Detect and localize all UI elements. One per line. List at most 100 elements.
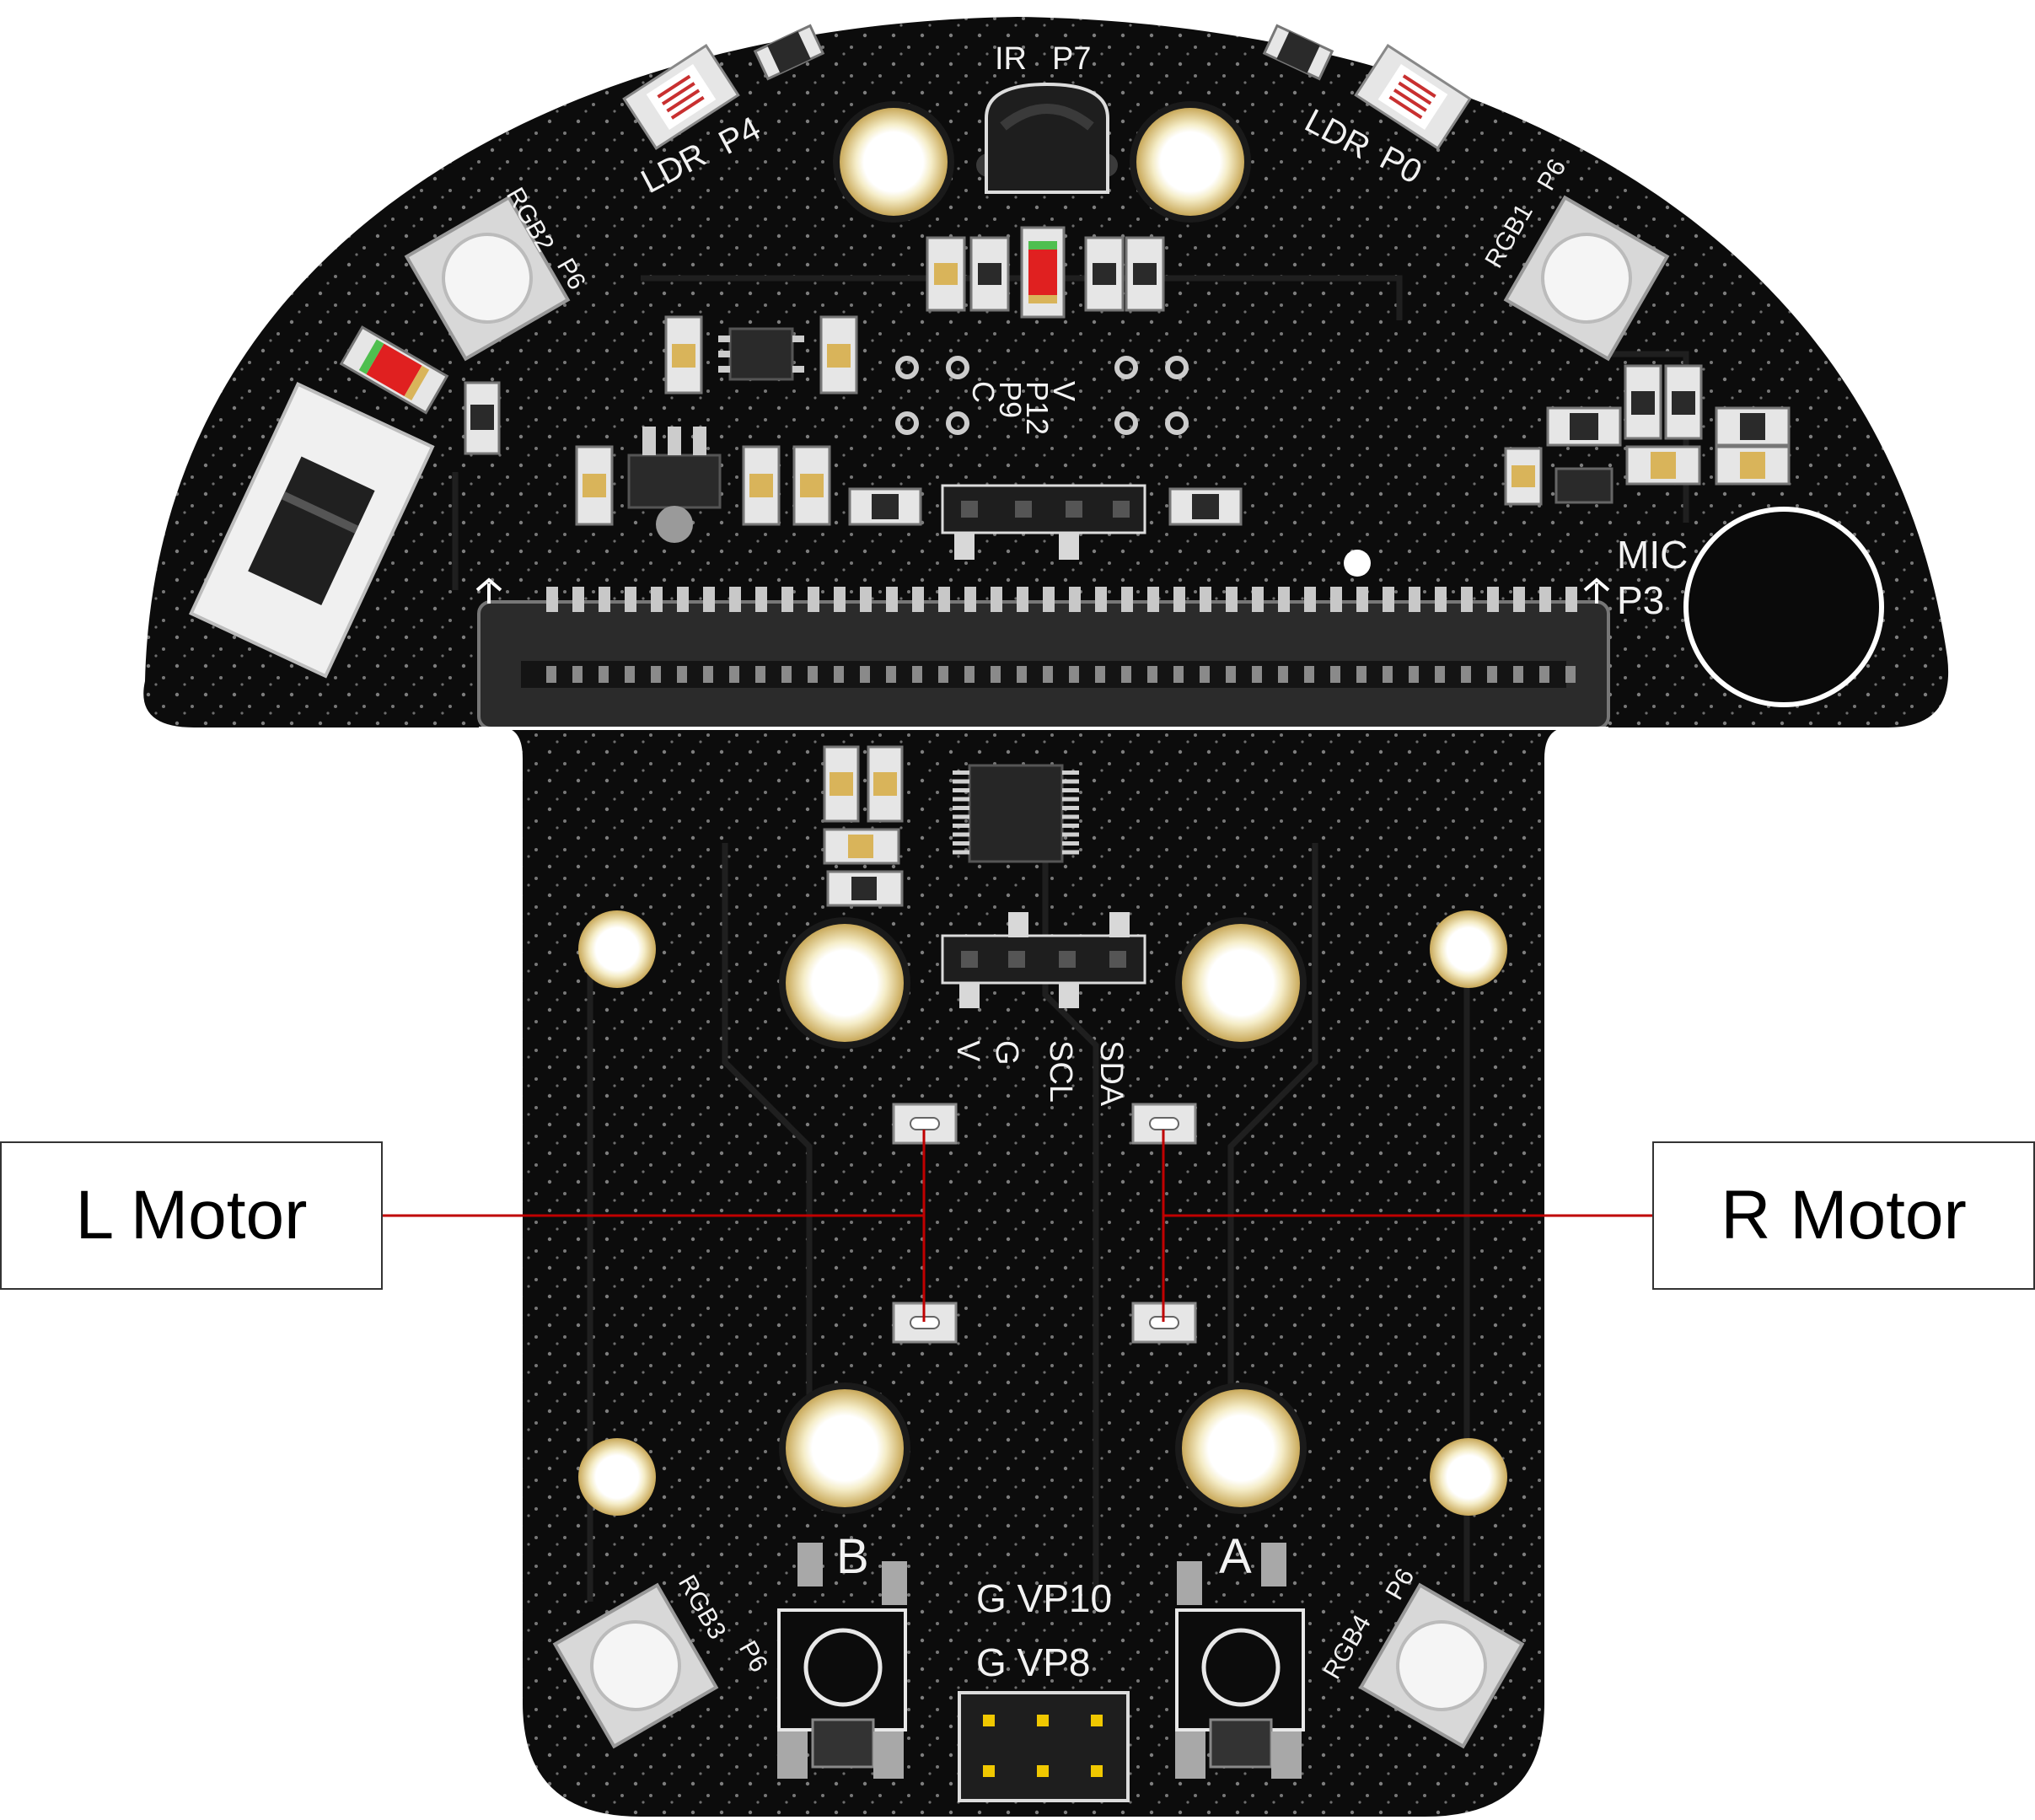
edge-connector-pin xyxy=(729,587,741,612)
edge-connector-pin xyxy=(1383,587,1394,612)
edge-connector-pin xyxy=(1461,587,1473,612)
ic-pin xyxy=(1062,824,1079,828)
label-header-row2: G VP8 xyxy=(976,1640,1091,1684)
edge-connector-contact xyxy=(1409,666,1419,683)
pin-header-top xyxy=(941,484,1146,560)
edge-connector xyxy=(475,577,1610,730)
edge-connector-pin xyxy=(1304,587,1316,612)
mount-hole-top-left xyxy=(833,101,954,223)
edge-connector-contact xyxy=(1173,666,1184,683)
edge-connector-pin xyxy=(781,587,793,612)
edge-connector-contact xyxy=(729,666,739,683)
leader-lines xyxy=(383,1130,1652,1322)
ic-pin xyxy=(1062,841,1079,846)
edge-connector-contact xyxy=(1252,666,1262,683)
edge-connector-pin xyxy=(651,587,663,612)
edge-connector-pin xyxy=(677,587,689,612)
edge-connector-pin xyxy=(1226,587,1238,612)
ic-pin xyxy=(953,797,969,802)
edge-connector-pin xyxy=(1513,587,1525,612)
label-p7: P7 xyxy=(1052,41,1091,77)
rgb-led-3 xyxy=(552,1582,719,1749)
smd-row-top xyxy=(926,226,1165,319)
label-p9: P9 xyxy=(993,381,1028,418)
edge-connector-contact xyxy=(1017,666,1027,683)
smd-row-middle xyxy=(848,487,1243,526)
edge-connector-pin xyxy=(1121,587,1133,612)
ic-pin xyxy=(1062,850,1079,855)
edge-connector-contact xyxy=(1487,666,1497,683)
i2c-header xyxy=(941,912,1146,1008)
label-ir: IR xyxy=(995,41,1027,77)
edge-connector-pin xyxy=(991,587,1002,612)
label-button-a: A xyxy=(1219,1529,1252,1584)
microphone xyxy=(1683,507,1884,707)
label-c-top: C xyxy=(966,381,1001,403)
mount-hole-middle-left xyxy=(779,917,910,1049)
ic-pin xyxy=(953,779,969,784)
edge-connector-pin xyxy=(1252,587,1264,612)
edge-connector-pin xyxy=(1173,587,1185,612)
label-v-top: V xyxy=(1047,381,1082,401)
edge-connector-contact xyxy=(1200,666,1210,683)
edge-connector-contact xyxy=(781,666,792,683)
label-v-i2c: V xyxy=(950,1040,985,1062)
edge-connector-contact xyxy=(651,666,661,683)
ic-pin xyxy=(953,814,969,819)
mount-hole-top-right xyxy=(1130,101,1251,223)
ic-pin xyxy=(953,841,969,846)
callout-left-motor: L Motor xyxy=(0,1141,383,1290)
edge-connector-contact xyxy=(1043,666,1053,683)
edge-connector-pin xyxy=(912,587,924,612)
edge-connector-pin xyxy=(1539,587,1551,612)
ic-pin xyxy=(953,832,969,837)
label-button-b: B xyxy=(836,1529,869,1584)
edge-connector-pin xyxy=(886,587,898,612)
power-led xyxy=(339,325,449,415)
edge-connector-contact xyxy=(886,666,896,683)
edge-connector-pin xyxy=(1043,587,1055,612)
callout-left-motor-label: L Motor xyxy=(75,1177,308,1254)
pin-pads-top xyxy=(895,356,1189,435)
edge-connector-contact xyxy=(1226,666,1236,683)
edge-connector-pin xyxy=(572,587,584,612)
edge-connector-pin xyxy=(1330,587,1342,612)
ir-receiver xyxy=(976,82,1118,194)
edge-connector-contact xyxy=(1278,666,1288,683)
edge-connector-contact xyxy=(572,666,583,683)
edge-connector-pin xyxy=(1017,587,1028,612)
label-mic: MIC xyxy=(1617,533,1688,577)
edge-connector-contact xyxy=(1304,666,1314,683)
ic-pin xyxy=(953,806,969,810)
edge-connector-contact xyxy=(991,666,1001,683)
rgb-led-1 xyxy=(1503,195,1670,362)
edge-connector-contact xyxy=(599,666,609,683)
ic-pin xyxy=(1062,814,1079,819)
smd-resistor xyxy=(753,24,825,81)
smd-pad xyxy=(470,405,494,430)
edge-connector-pin xyxy=(1435,587,1447,612)
rgb-led-2 xyxy=(404,195,571,362)
callout-right-motor: R Motor xyxy=(1652,1141,2035,1290)
edge-connector-pin xyxy=(755,587,767,612)
mount-hole-side-right-top xyxy=(1430,910,1507,988)
edge-connector-pin xyxy=(625,587,636,612)
edge-connector-pin xyxy=(1409,587,1420,612)
edge-connector-pin xyxy=(1487,587,1499,612)
rgb-led-4 xyxy=(1358,1582,1525,1749)
ic-pin xyxy=(1062,779,1079,784)
label-p12: P12 xyxy=(1020,381,1055,435)
edge-connector-contact xyxy=(1095,666,1105,683)
ic-pin xyxy=(1062,788,1079,792)
edge-connector-pin xyxy=(1278,587,1290,612)
edge-connector-contact xyxy=(1513,666,1523,683)
edge-connector-contact xyxy=(1069,666,1079,683)
edge-connector-pin xyxy=(938,587,950,612)
motor-driver-smd xyxy=(823,745,904,907)
edge-connector-pin xyxy=(1356,587,1368,612)
label-p3: P3 xyxy=(1617,578,1664,622)
edge-connector-pin xyxy=(703,587,715,612)
edge-connector-contact xyxy=(625,666,635,683)
edge-connector-contact xyxy=(703,666,713,683)
ic-pin xyxy=(953,788,969,792)
